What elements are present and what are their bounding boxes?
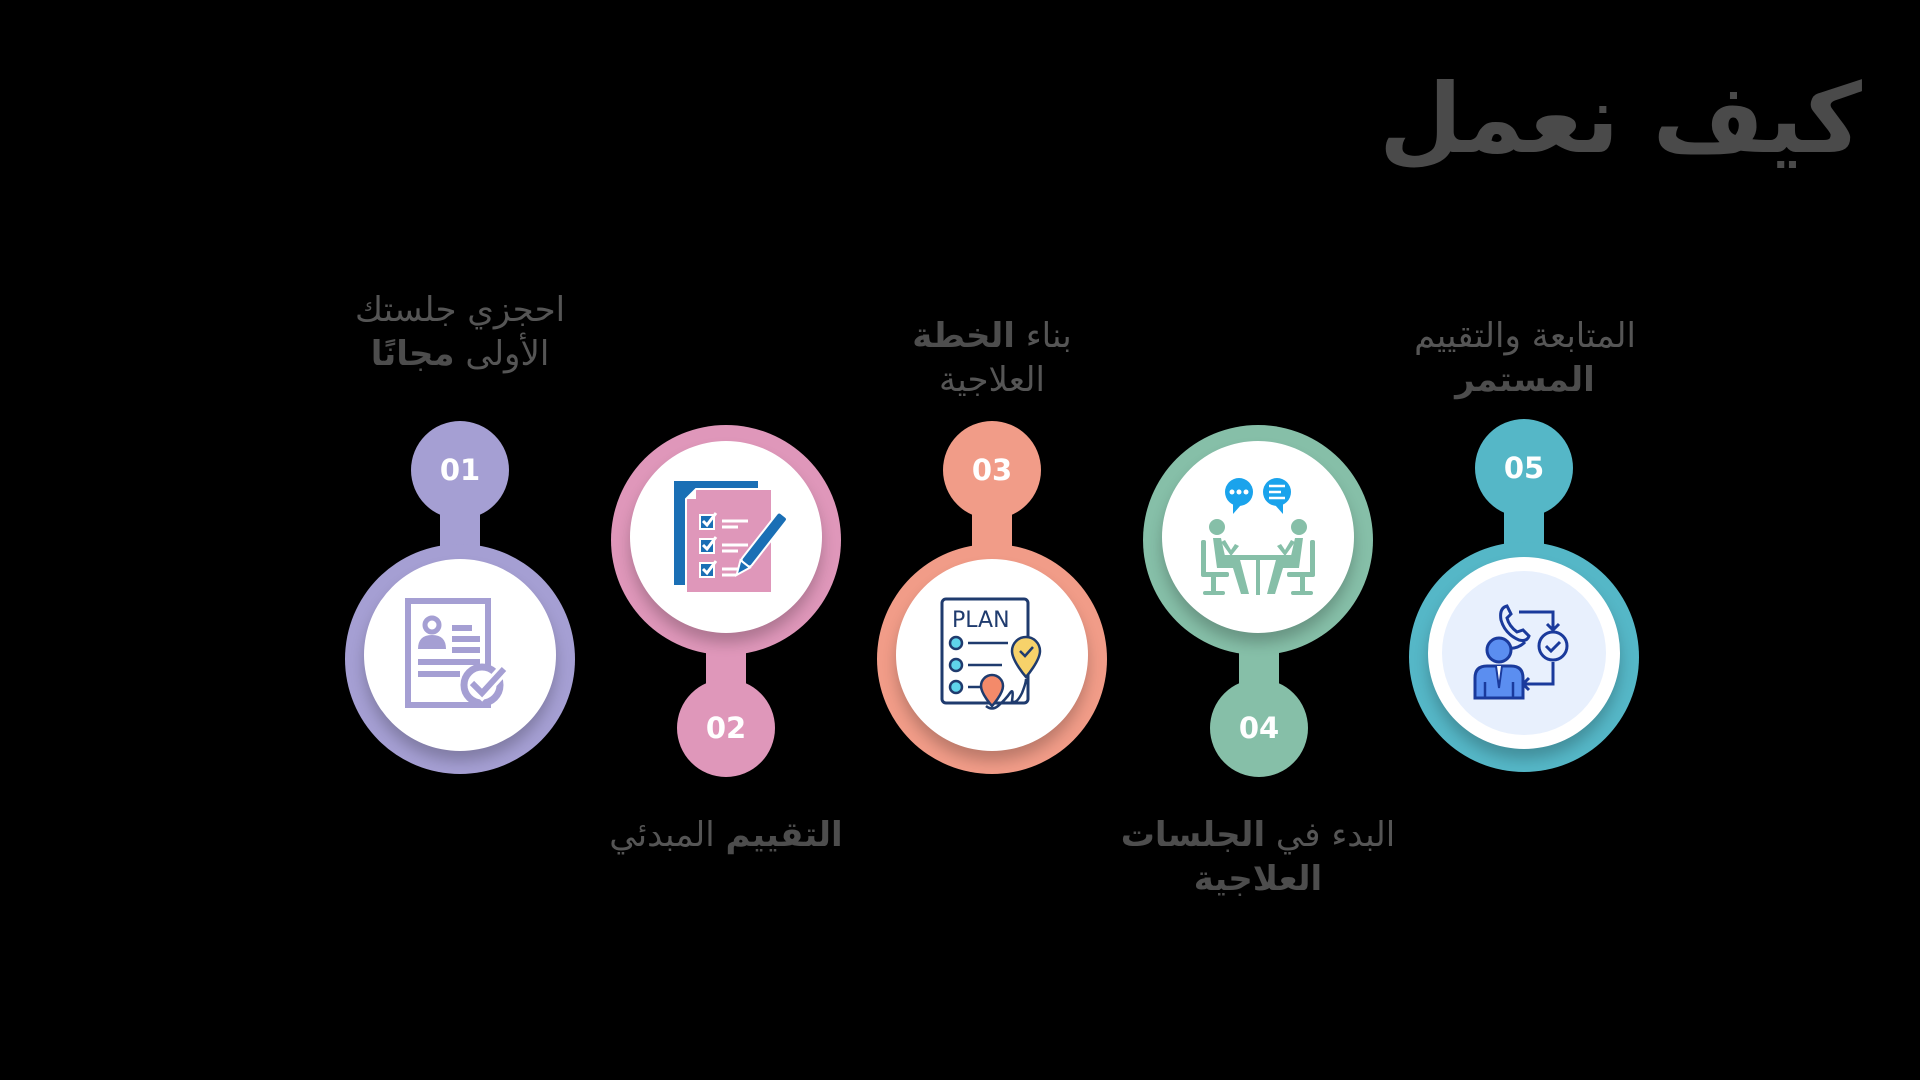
icon-backdrop	[1442, 571, 1606, 735]
connector	[1504, 498, 1544, 558]
connector	[440, 500, 480, 560]
step-circle	[877, 544, 1107, 774]
step-03-label: بناء الخطة العلاجية	[912, 316, 1072, 400]
page-title: كيف نعمل	[1378, 63, 1862, 175]
profile-document-check-icon	[405, 598, 509, 708]
icon-circle	[1162, 441, 1354, 633]
icon-circle	[1428, 557, 1620, 749]
step-01-label-line1: احجزي جلستك	[354, 290, 566, 330]
plan-map-icon: PLAN	[940, 597, 1042, 710]
followup-call-icon	[1473, 604, 1569, 700]
step-number-badge: 02	[677, 679, 775, 777]
step-05-label: المتابعة والتقييم المستمر	[1414, 316, 1636, 400]
icon-circle: PLAN	[896, 559, 1088, 751]
step-01-label-line2: الأولى مجانًا	[370, 334, 550, 374]
step-circle	[611, 425, 841, 655]
connector	[972, 500, 1012, 560]
icon-circle	[630, 441, 822, 633]
connector	[1239, 640, 1279, 700]
step-circle	[1409, 542, 1639, 772]
step-number-badge: 04	[1210, 679, 1308, 777]
step-circle	[1143, 425, 1373, 655]
icon-circle	[364, 559, 556, 751]
step-number-badge: 03	[943, 421, 1041, 519]
step-01-label: احجزي جلستك الأولى مجانًا	[300, 288, 620, 376]
svg-text:PLAN: PLAN	[952, 608, 1010, 633]
connector	[706, 640, 746, 700]
therapy-session-icon	[1201, 478, 1315, 595]
step-04-label: البدء في الجلسات العلاجية	[1120, 815, 1396, 899]
step-circle	[345, 544, 575, 774]
checklist-pencil-icon	[674, 481, 788, 594]
step-02-label: التقييم المبدئي	[609, 815, 843, 855]
step-number-badge: 05	[1475, 419, 1573, 517]
step-number-badge: 01	[411, 421, 509, 519]
